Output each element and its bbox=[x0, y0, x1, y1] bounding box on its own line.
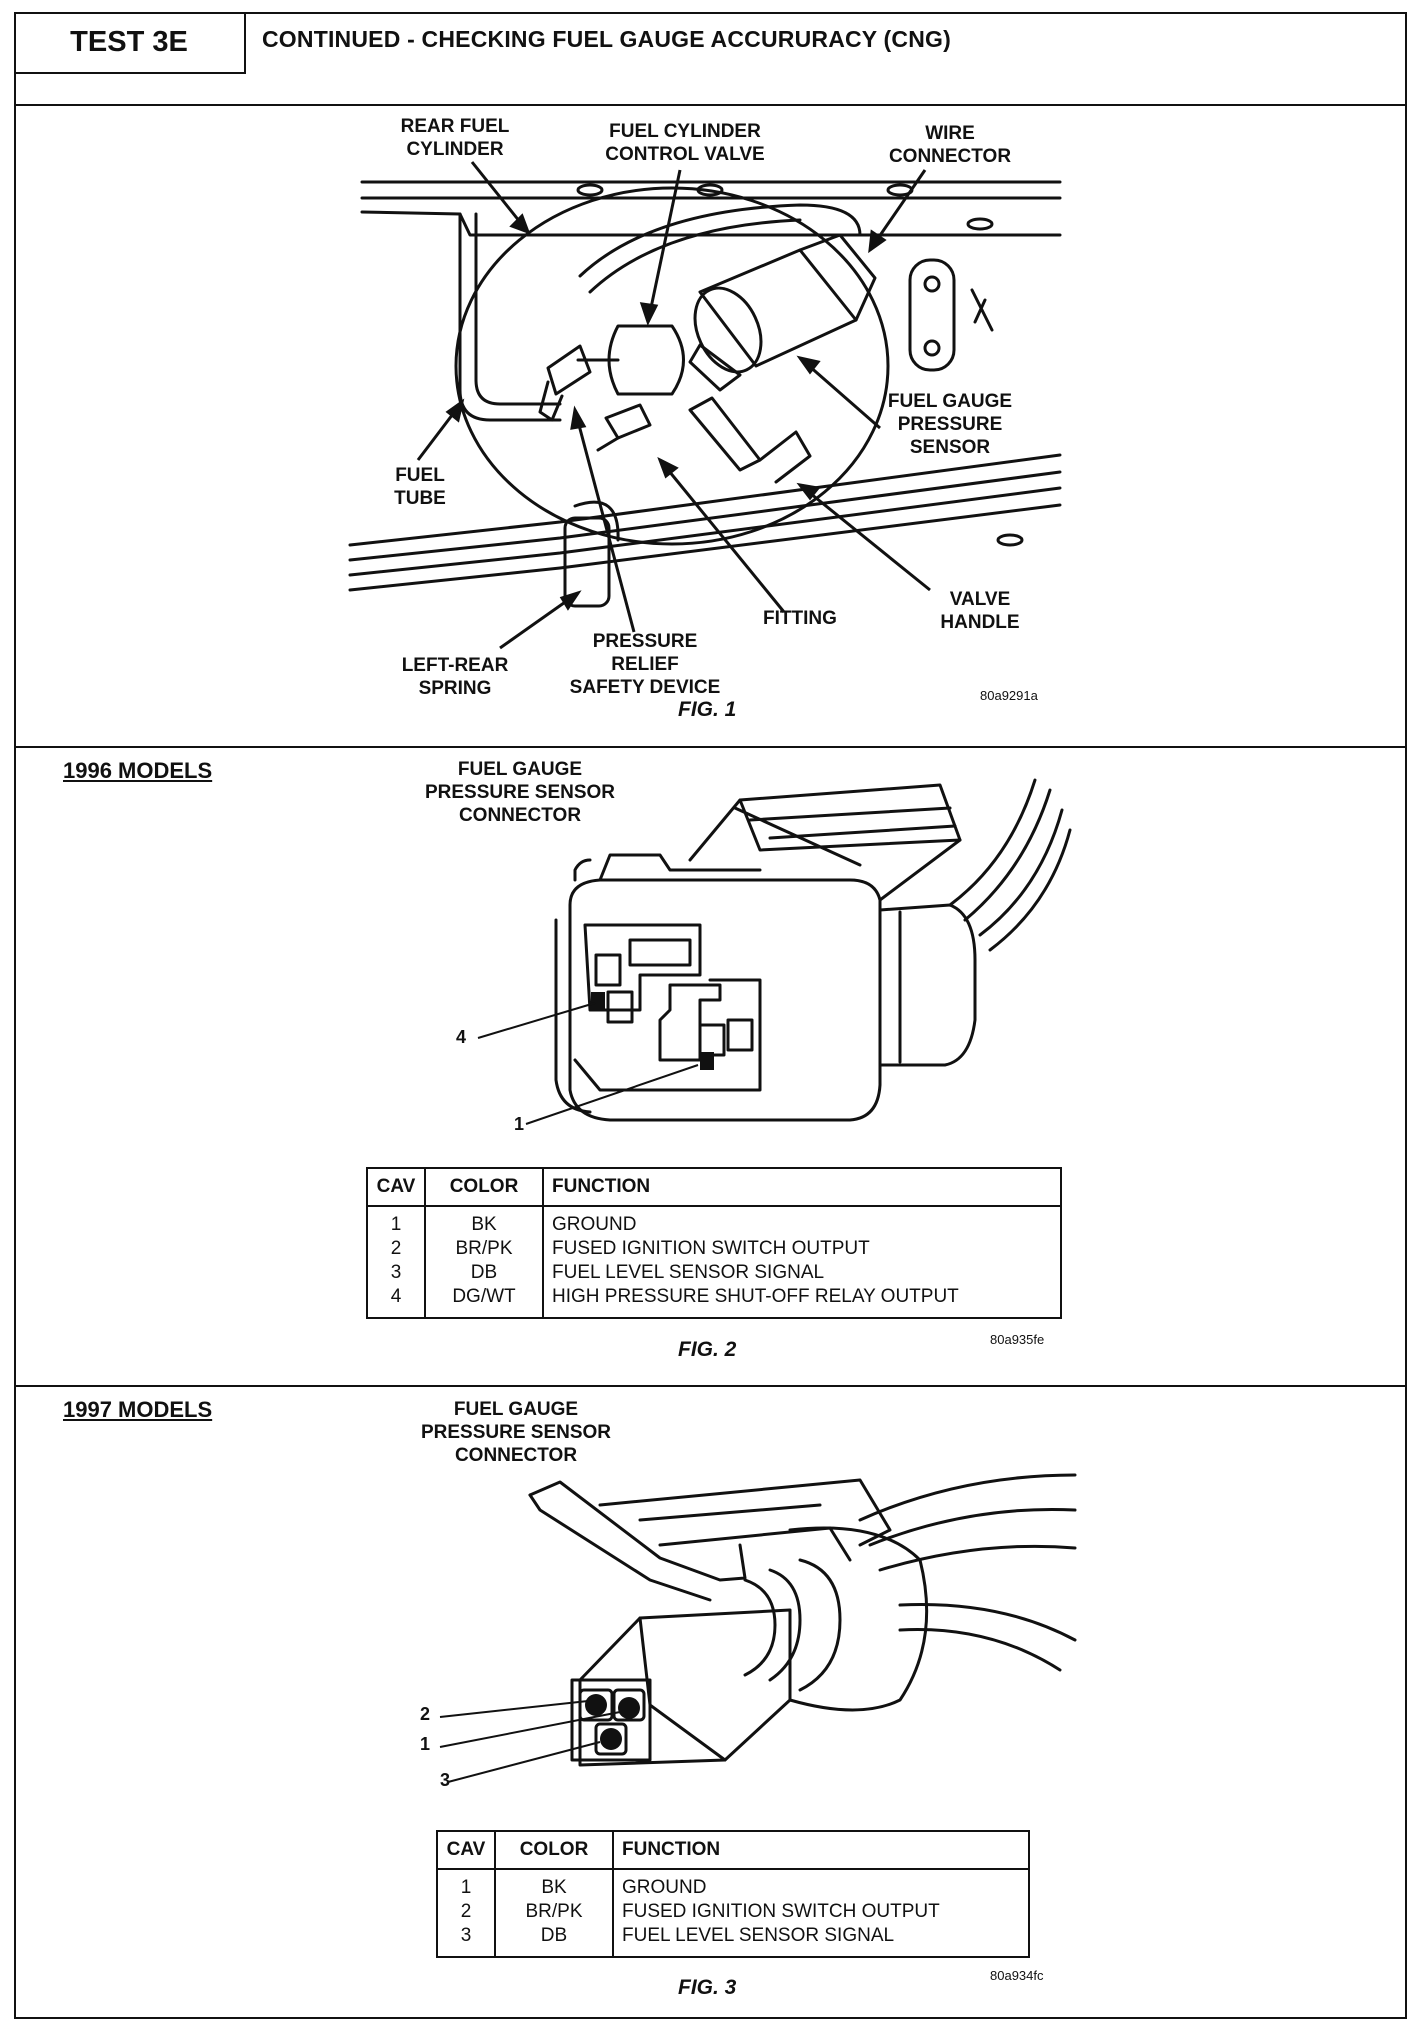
cell-cav: 3 bbox=[436, 1924, 496, 1957]
cell-cav: 2 bbox=[366, 1237, 426, 1261]
table-row: 3 DB FUEL LEVEL SENSOR SIGNAL bbox=[436, 1924, 1030, 1957]
cell-color: BR/PK bbox=[494, 1900, 614, 1924]
cell-cav: 1 bbox=[366, 1206, 426, 1237]
fig2-code: 80a935fe bbox=[990, 1332, 1045, 1347]
label-rear-fuel-cylinder: REAR FUEL CYLINDER bbox=[400, 116, 510, 160]
fig3-cavity-table: CAV COLOR FUNCTION 1 BK GROUND 2 BR/PK F… bbox=[436, 1830, 1030, 1958]
table-row: 1 BK GROUND bbox=[436, 1869, 1030, 1900]
fig3-connector-label: FUEL GAUGE PRESSURE SENSOR CONNECTOR bbox=[420, 1399, 612, 1466]
table-row: 2 BR/PK FUSED IGNITION SWITCH OUTPUT bbox=[366, 1237, 1062, 1261]
cell-function: HIGH PRESSURE SHUT-OFF RELAY OUTPUT bbox=[542, 1285, 1062, 1318]
fig2-pin-4-label: 4 bbox=[456, 1027, 467, 1047]
page-frame bbox=[14, 12, 1407, 2019]
cell-cav: 1 bbox=[436, 1869, 496, 1900]
label-valve-handle: VALVE HANDLE bbox=[940, 589, 1020, 633]
page-title: CONTINUED - CHECKING FUEL GAUGE ACCURURA… bbox=[262, 26, 951, 52]
label-pressure-sensor: FUEL GAUGE PRESSURE SENSOR bbox=[887, 391, 1013, 458]
fig3-caption: FIG. 3 bbox=[678, 1976, 737, 1999]
cell-function: FUSED IGNITION SWITCH OUTPUT bbox=[612, 1900, 1030, 1924]
header-cav: CAV bbox=[436, 1831, 496, 1870]
cell-function: GROUND bbox=[542, 1206, 1062, 1237]
section-1996-models: 1996 MODELS bbox=[63, 758, 213, 783]
section-divider-2 bbox=[14, 1385, 1407, 1387]
fig1-code: 80a9291a bbox=[980, 688, 1038, 703]
fig3-pin-2-label: 2 bbox=[420, 1704, 431, 1724]
fig2-caption: FIG. 2 bbox=[678, 1338, 737, 1361]
fig1-caption: FIG. 1 bbox=[678, 698, 737, 721]
header-divider bbox=[14, 104, 1407, 106]
label-left-rear-spring: LEFT-REAR SPRING bbox=[401, 655, 509, 699]
header-color: COLOR bbox=[424, 1168, 544, 1207]
cell-cav: 4 bbox=[366, 1285, 426, 1318]
cell-color: DG/WT bbox=[424, 1285, 544, 1318]
cell-function: FUEL LEVEL SENSOR SIGNAL bbox=[542, 1261, 1062, 1285]
cell-cav: 2 bbox=[436, 1900, 496, 1924]
label-relief-device: PRESSURE RELIEF SAFETY DEVICE bbox=[569, 631, 721, 698]
fig3-pin-3-label: 3 bbox=[440, 1770, 451, 1790]
cell-color: DB bbox=[424, 1261, 544, 1285]
fig2-pin-1-label: 1 bbox=[514, 1114, 525, 1134]
table-row: 2 BR/PK FUSED IGNITION SWITCH OUTPUT bbox=[436, 1900, 1030, 1924]
table-header-row: CAV COLOR FUNCTION bbox=[436, 1831, 1030, 1870]
table-row: 1 BK GROUND bbox=[366, 1206, 1062, 1237]
label-fitting: FITTING bbox=[763, 608, 837, 629]
cell-function: FUSED IGNITION SWITCH OUTPUT bbox=[542, 1237, 1062, 1261]
fig3-code: 80a934fc bbox=[990, 1968, 1044, 1983]
cell-color: BR/PK bbox=[424, 1237, 544, 1261]
cell-function: FUEL LEVEL SENSOR SIGNAL bbox=[612, 1924, 1030, 1957]
table-header-row: CAV COLOR FUNCTION bbox=[366, 1168, 1062, 1207]
header-function: FUNCTION bbox=[612, 1831, 1030, 1870]
cell-color: DB bbox=[494, 1924, 614, 1957]
cell-color: BK bbox=[494, 1869, 614, 1900]
label-fuel-tube: FUEL TUBE bbox=[394, 465, 446, 509]
header-cav: CAV bbox=[366, 1168, 426, 1207]
test-id: TEST 3E bbox=[14, 12, 246, 72]
section-divider-1 bbox=[14, 746, 1407, 748]
label-wire-connector: WIRE CONNECTOR bbox=[888, 123, 1012, 167]
fig3-pin-1-label: 1 bbox=[420, 1734, 431, 1754]
header-color: COLOR bbox=[494, 1831, 614, 1870]
label-control-valve: FUEL CYLINDER CONTROL VALVE bbox=[605, 121, 765, 165]
cell-cav: 3 bbox=[366, 1261, 426, 1285]
table-row: 3 DB FUEL LEVEL SENSOR SIGNAL bbox=[366, 1261, 1062, 1285]
header-function: FUNCTION bbox=[542, 1168, 1062, 1207]
fig2-connector-label: FUEL GAUGE PRESSURE SENSOR CONNECTOR bbox=[424, 759, 616, 826]
table-row: 4 DG/WT HIGH PRESSURE SHUT-OFF RELAY OUT… bbox=[366, 1285, 1062, 1318]
test-id-box-bottom bbox=[14, 72, 246, 74]
fig2-cavity-table: CAV COLOR FUNCTION 1 BK GROUND 2 BR/PK F… bbox=[366, 1167, 1062, 1319]
cell-color: BK bbox=[424, 1206, 544, 1237]
cell-function: GROUND bbox=[612, 1869, 1030, 1900]
section-1997-models: 1997 MODELS bbox=[63, 1397, 213, 1422]
